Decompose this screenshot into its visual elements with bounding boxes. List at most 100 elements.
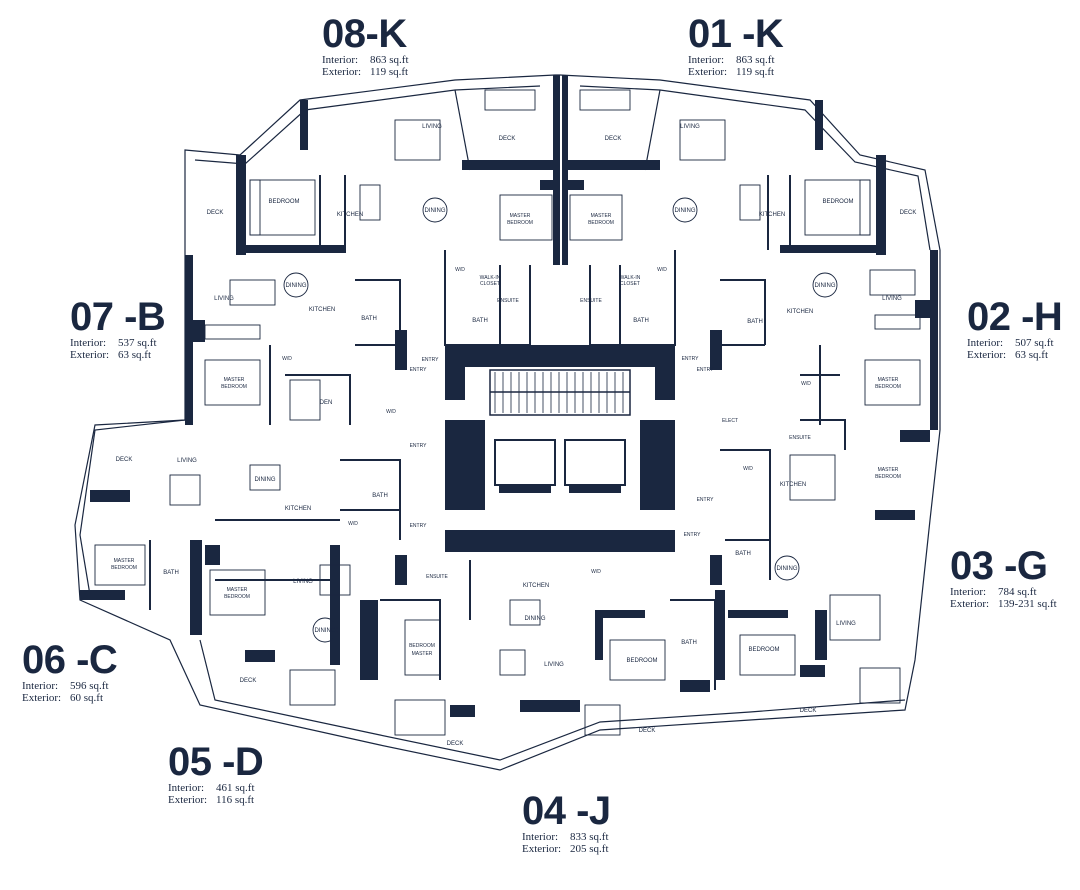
room-label-living: LIVING: [836, 621, 856, 627]
room-label-walk-in: WALK-IN: [620, 275, 641, 281]
room-label-dining: DINING: [777, 566, 798, 572]
room-label-ensuite: ENSUITE: [426, 574, 448, 580]
unit-exterior-row: Exterior:63 sq.ft: [967, 349, 1048, 361]
structural-walls: [80, 75, 938, 717]
room-label-deck: DECK: [605, 136, 622, 142]
room-label-wd: W/D: [591, 569, 601, 575]
room-label-wd: W/D: [282, 356, 292, 362]
unit-label-02-h: 02 -H Interior:507 sq.ft Exterior:63 sq.…: [967, 295, 1063, 361]
room-label-living: LIVING: [544, 662, 564, 668]
unit-exterior-row: Exterior:60 sq.ft: [22, 692, 103, 704]
unit-label-06-c: 06 -C Interior:596 sq.ft Exterior:60 sq.…: [22, 638, 118, 704]
unit-exterior-value: 119 sq.ft: [370, 66, 409, 78]
room-label-bedroom: BEDROOM: [409, 643, 435, 649]
room-label-kitchen: KITCHEN: [523, 583, 549, 589]
room-label-bath: BATH: [633, 318, 649, 324]
unit-interior-value: 596 sq.ft: [70, 680, 109, 692]
room-label-bath: BATH: [472, 318, 488, 324]
unit-id: 06 -C: [22, 638, 118, 682]
room-label-deck: DECK: [240, 678, 257, 684]
room-label-living: LIVING: [177, 458, 197, 464]
room-label-bedroom: BEDROOM: [268, 199, 299, 205]
unit-exterior-row: Exterior:119 sq.ft: [322, 66, 409, 78]
unit-interior-row: Interior:596 sq.ft: [22, 680, 109, 692]
unit-id: 08-K: [322, 12, 407, 56]
unit-interior-value: 537 sq.ft: [118, 337, 157, 349]
unit-exterior-value: 60 sq.ft: [70, 692, 103, 704]
room-label-wd: W/D: [657, 267, 667, 273]
room-label-entry: ENTRY: [697, 367, 715, 373]
unit-exterior-row: Exterior:139-231 sq.ft: [950, 598, 1057, 610]
room-label-master: MASTER: [878, 467, 899, 473]
room-label-deck: DECK: [639, 728, 656, 734]
room-label-ensuite: ENSUITE: [580, 298, 602, 304]
unit-id: 03 -G: [950, 544, 1048, 588]
room-label-kitchen: KITCHEN: [285, 506, 311, 512]
room-label-elect: ELECT: [722, 418, 738, 424]
room-label-bath: BATH: [681, 640, 697, 646]
unit-interior-value: 461 sq.ft: [216, 782, 255, 794]
room-label-dining: DINING: [425, 208, 446, 214]
room-label-entry: ENTRY: [697, 497, 715, 503]
elevators: [494, 439, 626, 493]
partition-walls: [149, 175, 846, 690]
room-label-living: LIVING: [422, 124, 442, 130]
unit-id: 02 -H: [967, 295, 1063, 339]
room-label-deck: DECK: [800, 708, 817, 714]
unit-exterior-value: 205 sq.ft: [570, 843, 609, 855]
room-label-master: MASTER: [412, 651, 433, 657]
room-label-bedroom: BEDROOM: [507, 220, 533, 226]
room-label-kitchen: KITCHEN: [337, 212, 363, 218]
room-label-kitchen: KITCHEN: [780, 482, 806, 488]
unit-id: 07 -B: [70, 295, 166, 339]
room-label-deck: DECK: [447, 741, 464, 747]
room-label-closet: CLOSET: [620, 281, 640, 287]
unit-interior-value: 833 sq.ft: [570, 831, 609, 843]
room-label-bedroom: BEDROOM: [111, 565, 137, 571]
unit-label-04-j: 04 -J Interior:833 sq.ft Exterior:205 sq…: [522, 791, 611, 855]
room-label-kitchen: KITCHEN: [787, 309, 813, 315]
room-label-bedroom: BEDROOM: [748, 647, 779, 653]
room-label-kitchen: KITCHEN: [759, 212, 785, 218]
room-label-bath: BATH: [372, 493, 388, 499]
unit-exterior-value: 139-231 sq.ft: [998, 598, 1057, 610]
unit-label-05-d: 05 -D Interior:461 sq.ft Exterior:116 sq…: [168, 740, 264, 806]
unit-interior-row: Interior:537 sq.ft: [70, 337, 157, 349]
unit-label-01-k: 01 -K Interior:863 sq.ft Exterior:119 sq…: [688, 14, 784, 78]
room-label-wd: W/D: [743, 466, 753, 472]
room-label-dining: DINING: [286, 283, 307, 289]
room-label-ensuite: ENSUITE: [497, 298, 519, 304]
room-label-walk-in: WALK-IN: [480, 275, 501, 281]
room-label-bedroom: BEDROOM: [822, 199, 853, 205]
unit-exterior-value: 63 sq.ft: [1015, 349, 1048, 361]
room-label-wd: W/D: [386, 409, 396, 415]
room-label-bath: BATH: [163, 570, 179, 576]
unit-exterior-row: Exterior:63 sq.ft: [70, 349, 151, 361]
room-label-wd: W/D: [801, 381, 811, 387]
room-label-bedroom: BEDROOM: [224, 594, 250, 600]
unit-exterior-row: Exterior:116 sq.ft: [168, 794, 255, 806]
unit-exterior-row: Exterior:205 sq.ft: [522, 843, 609, 855]
room-label-wd: W/D: [348, 521, 358, 527]
room-label-living: LIVING: [214, 296, 234, 302]
room-label-bath: BATH: [747, 319, 763, 325]
unit-exterior-value: 63 sq.ft: [118, 349, 151, 361]
unit-interior-row: Interior:461 sq.ft: [168, 782, 255, 794]
room-label-dining: DINING: [315, 628, 336, 634]
furniture: [94, 89, 921, 736]
room-label-master: MASTER: [878, 377, 899, 383]
room-label-bedroom: BEDROOM: [875, 474, 901, 480]
unit-interior-value: 863 sq.ft: [370, 54, 409, 66]
unit-interior-row: Interior:784 sq.ft: [950, 586, 1037, 598]
room-label-entry: ENTRY: [410, 367, 428, 373]
unit-interior-row: Interior:507 sq.ft: [967, 337, 1054, 349]
room-label-master: MASTER: [510, 213, 531, 219]
room-label-dining: DINING: [815, 283, 836, 289]
room-label-living: LIVING: [293, 579, 313, 585]
unit-id: 05 -D: [168, 740, 264, 784]
room-label-living: LIVING: [882, 296, 902, 302]
unit-id: 04 -J: [522, 789, 611, 833]
room-label-ensuite: ENSUITE: [789, 435, 811, 441]
room-label-entry: ENTRY: [682, 356, 700, 362]
